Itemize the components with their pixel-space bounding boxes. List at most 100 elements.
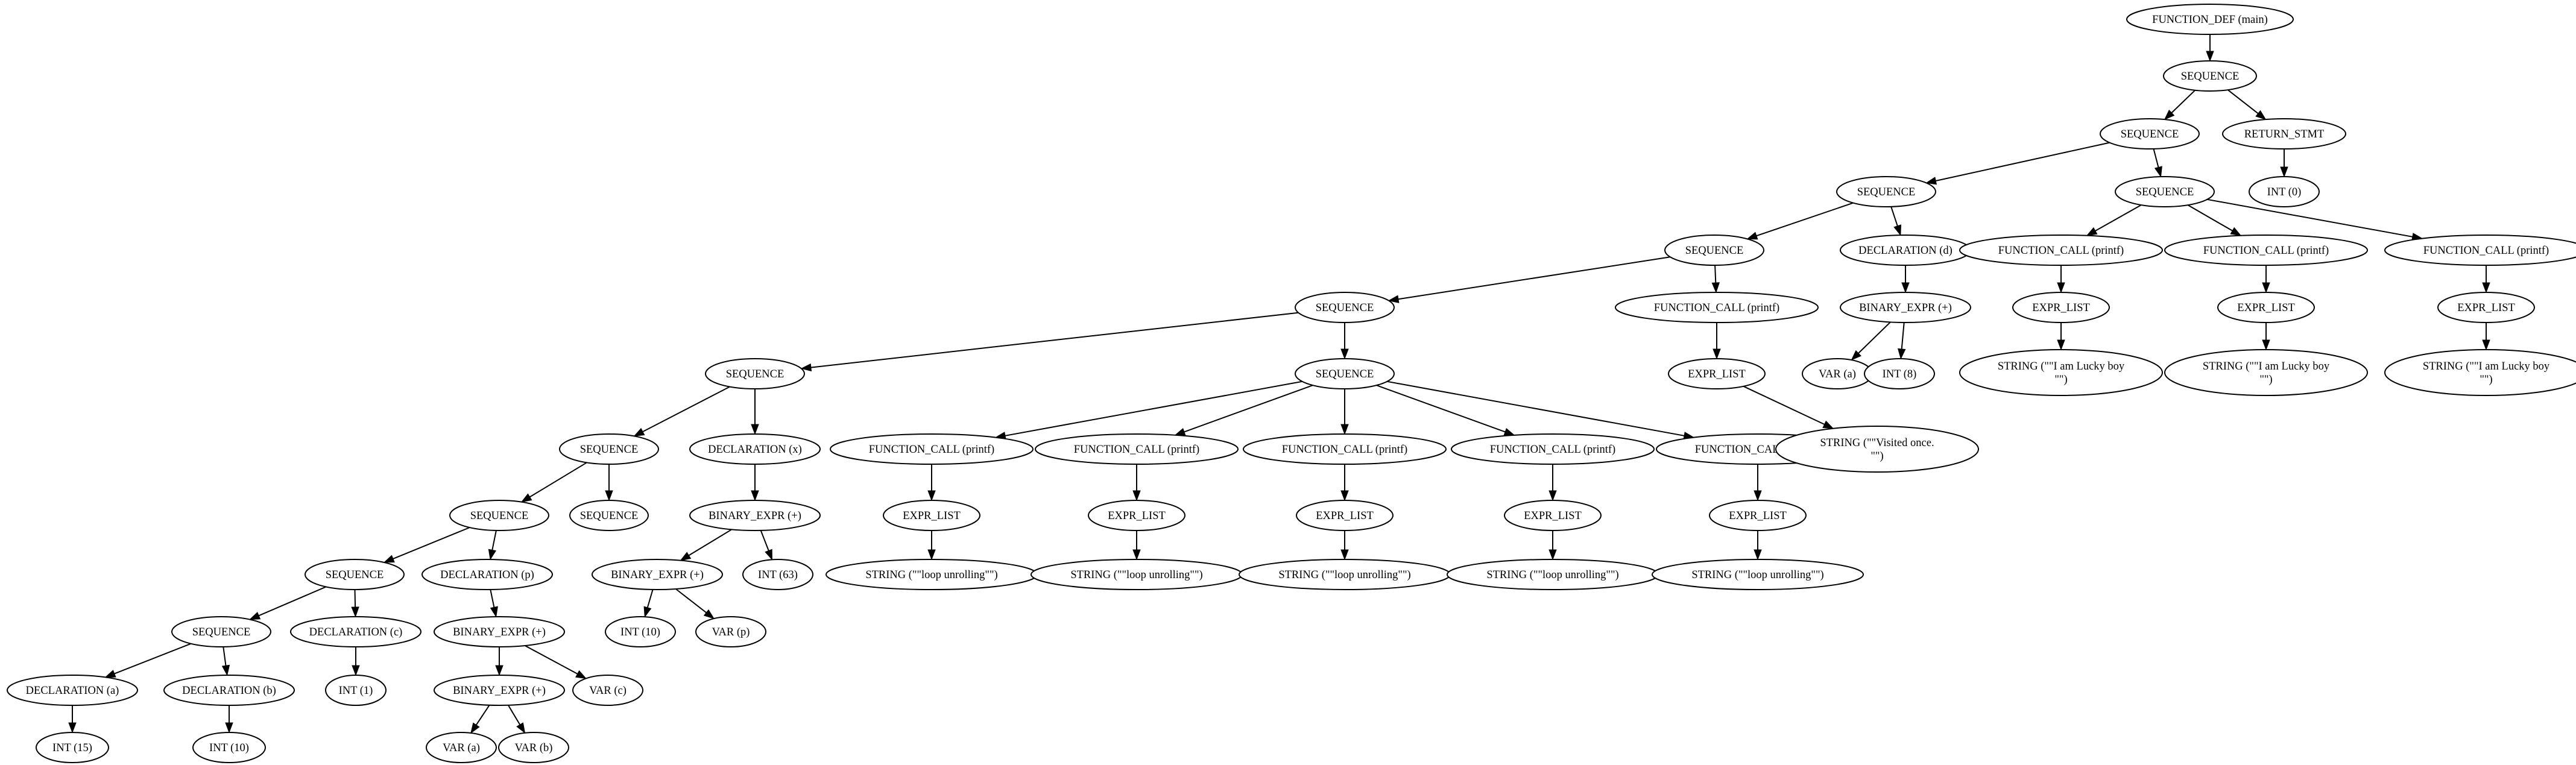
edge-line bbox=[491, 530, 497, 550]
node-label: EXPR_LIST bbox=[1316, 510, 1374, 522]
node-ellipse bbox=[2384, 349, 2576, 396]
node-label: EXPR_LIST bbox=[2457, 302, 2515, 314]
arrowhead-icon bbox=[1711, 282, 1720, 294]
arrowhead-icon bbox=[1340, 549, 1349, 561]
edge-line bbox=[675, 588, 707, 614]
arrowhead-icon bbox=[1387, 295, 1400, 303]
arrowhead-icon bbox=[383, 555, 395, 563]
edge-line bbox=[258, 586, 326, 617]
edge-line bbox=[223, 646, 227, 666]
edge-line bbox=[1005, 380, 1302, 436]
tree-node: VAR (p) bbox=[695, 616, 766, 647]
arrowhead-icon bbox=[605, 490, 613, 502]
tree-node: EXPR_LIST bbox=[2217, 292, 2315, 323]
node-ellipse bbox=[883, 500, 980, 531]
tree-node: FUNCTION_CALL (printf) bbox=[830, 433, 1034, 465]
edge-line bbox=[810, 312, 1299, 368]
node-label: SEQUENCE bbox=[192, 626, 251, 638]
tree-node: SEQUENCE bbox=[1664, 235, 1764, 266]
node-label: VAR (p) bbox=[712, 626, 750, 638]
arrowhead-icon bbox=[800, 363, 812, 372]
tree-node: EXPR_LIST bbox=[883, 500, 980, 531]
tree-node: BINARY_EXPR (+) bbox=[592, 559, 723, 590]
arrowhead-icon bbox=[2262, 339, 2270, 351]
arrowhead-icon bbox=[516, 722, 526, 734]
edge bbox=[68, 705, 77, 734]
node-label-line: "") bbox=[2054, 374, 2067, 386]
edge bbox=[1890, 206, 1902, 236]
node-label: INT (1) bbox=[339, 685, 373, 697]
edge-line bbox=[1935, 142, 2110, 181]
arrowhead-icon bbox=[2086, 227, 2098, 236]
edge bbox=[2482, 265, 2490, 294]
tree-node: EXPR_LIST bbox=[1709, 500, 1807, 531]
tree-node: FUNCTION_CALL (printf) bbox=[2164, 235, 2368, 266]
node-ellipse bbox=[2222, 118, 2346, 150]
node-label: SEQUENCE bbox=[1685, 245, 1744, 257]
arrowhead-icon bbox=[575, 670, 587, 679]
node-ellipse bbox=[163, 675, 295, 706]
arrowhead-icon bbox=[1340, 348, 1349, 360]
arrowhead-icon bbox=[1174, 427, 1186, 436]
tree-node: SEQUENCE bbox=[2100, 118, 2200, 150]
node-label-line: "") bbox=[2259, 374, 2272, 386]
tree-node: BINARY_EXPR (+) bbox=[1840, 292, 1971, 323]
edge-line bbox=[1890, 206, 1898, 227]
edge bbox=[2153, 148, 2162, 178]
arrowhead-icon bbox=[2482, 339, 2490, 351]
edge bbox=[1711, 265, 1720, 294]
tree-node: STRING (""I am Lucky boy"") bbox=[2384, 349, 2576, 396]
node-label: EXPR_LIST bbox=[1108, 510, 1166, 522]
arrowhead-icon bbox=[1340, 490, 1349, 502]
tree-node: STRING (""loop unrolling"") bbox=[1239, 559, 1451, 590]
edge-line bbox=[1387, 380, 1685, 436]
arrowhead-icon bbox=[352, 665, 360, 676]
arrowhead-icon bbox=[2280, 166, 2288, 178]
node-label: STRING (""loop unrolling"") bbox=[1278, 569, 1410, 581]
arrowhead-icon bbox=[490, 606, 498, 618]
node-label-line: STRING (""I am Lucky boy bbox=[2203, 360, 2330, 373]
edge bbox=[1340, 530, 1349, 561]
arrowhead-icon bbox=[1132, 549, 1141, 561]
node-ellipse bbox=[1243, 433, 1447, 465]
node-ellipse bbox=[592, 559, 723, 590]
edge-line bbox=[2207, 198, 2413, 238]
node-label: VAR (a) bbox=[443, 742, 480, 754]
node-ellipse bbox=[421, 559, 553, 590]
tree-node: VAR (c) bbox=[572, 675, 643, 706]
node-label: FUNCTION_CALL (printf) bbox=[2203, 245, 2329, 257]
arrowhead-icon bbox=[1503, 427, 1515, 436]
arrowhead-icon bbox=[68, 722, 77, 734]
tree-node: SEQUENCE bbox=[1295, 358, 1395, 389]
node-ellipse bbox=[1664, 235, 1764, 266]
tree-node: SEQUENCE bbox=[2115, 176, 2215, 207]
node-label: EXPR_LIST bbox=[1729, 510, 1787, 522]
node-ellipse bbox=[2012, 292, 2110, 323]
arrowhead-icon bbox=[1754, 490, 1762, 502]
node-ellipse bbox=[1451, 433, 1655, 465]
edge-line bbox=[475, 705, 490, 726]
arrowhead-icon bbox=[221, 664, 230, 676]
node-ellipse bbox=[2164, 235, 2368, 266]
edge bbox=[1376, 385, 1515, 436]
arrowhead-icon bbox=[751, 424, 759, 435]
edge bbox=[1548, 530, 1557, 561]
edge-line bbox=[1398, 256, 1671, 300]
tree-node: SEQUENCE bbox=[1836, 176, 1936, 207]
arrowhead-icon bbox=[927, 490, 936, 502]
edge bbox=[2164, 89, 2196, 121]
edge bbox=[760, 530, 772, 561]
node-label: INT (15) bbox=[52, 742, 92, 754]
tree-node: INT (10) bbox=[605, 616, 676, 647]
node-ellipse bbox=[192, 732, 266, 763]
node-ellipse bbox=[569, 500, 649, 531]
node-label: INT (10) bbox=[209, 742, 249, 754]
tree-node: EXPR_LIST bbox=[1088, 500, 1185, 531]
arrowhead-icon bbox=[1893, 224, 1902, 236]
node-label: SEQUENCE bbox=[726, 368, 784, 380]
node-label: VAR (b) bbox=[515, 742, 553, 754]
tree-node: INT (8) bbox=[1864, 358, 1935, 389]
node-label: FUNCTION_CALL (printf) bbox=[1654, 302, 1779, 314]
edge-line bbox=[2095, 204, 2142, 231]
edge bbox=[104, 643, 192, 678]
